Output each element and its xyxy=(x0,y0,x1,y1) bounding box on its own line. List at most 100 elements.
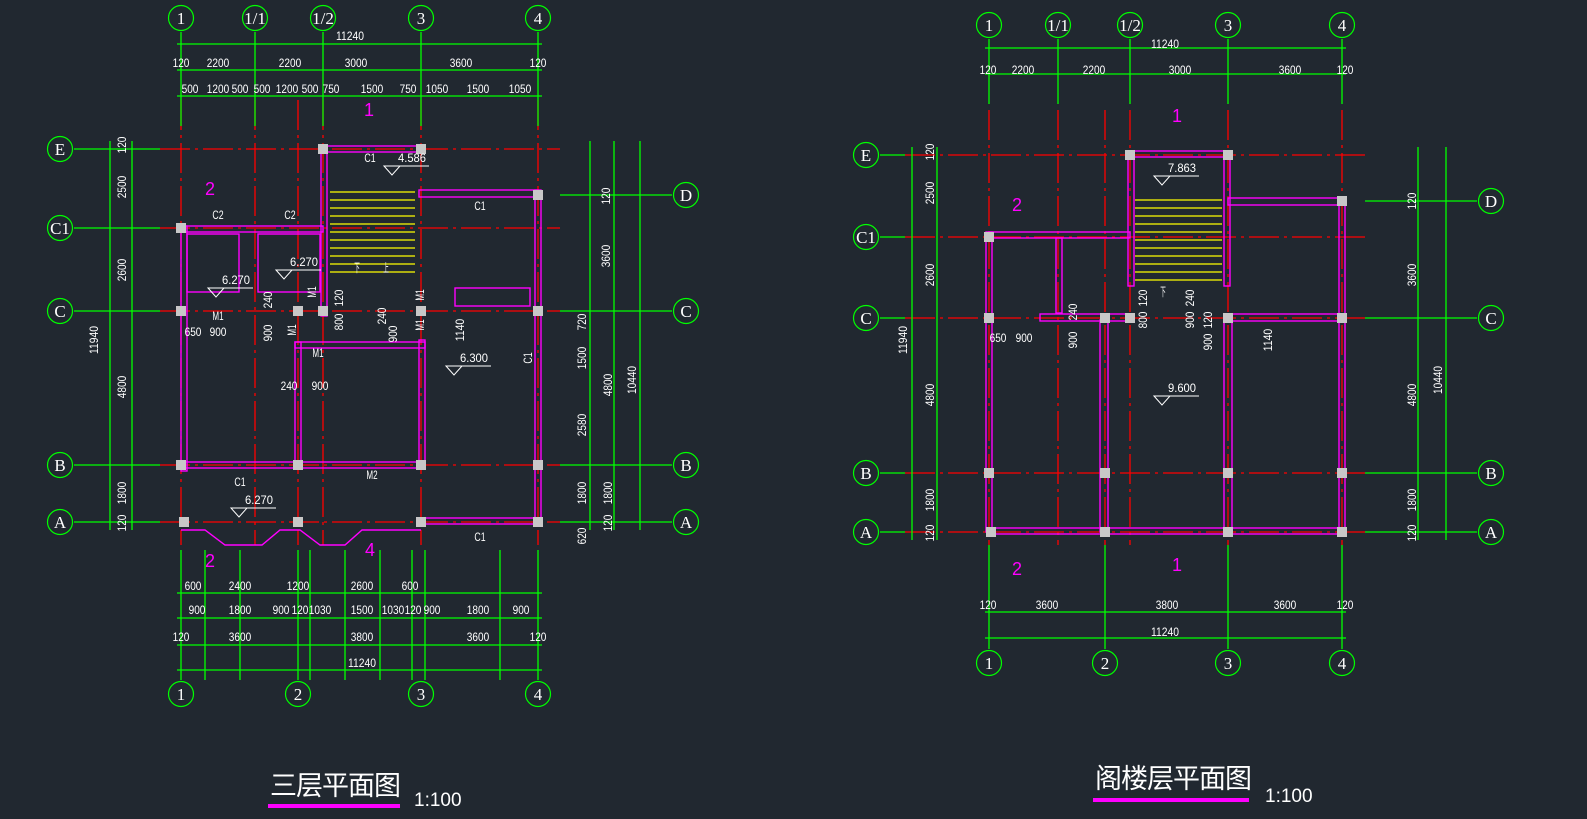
axis-label: 3 xyxy=(417,685,426,704)
axis-bubble-circle xyxy=(852,304,880,332)
axis-label: B xyxy=(680,456,691,475)
dimension-text: 2600 xyxy=(115,259,129,282)
elevation-marker xyxy=(1152,175,1199,186)
axis-bubble: D xyxy=(672,181,700,209)
dimension-text: 120 xyxy=(923,143,937,160)
wall xyxy=(1055,237,1063,314)
axis-bubble-circle xyxy=(167,680,195,708)
axis-bubble-circle xyxy=(1214,649,1242,677)
dimension-text: 900 xyxy=(424,603,441,617)
dimension-text: 500 xyxy=(302,82,319,96)
axis-label: 1/1 xyxy=(1047,16,1069,35)
dimension-text: 500 xyxy=(232,82,249,96)
dimension-text: 1500 xyxy=(575,347,589,370)
room-label: M2 xyxy=(366,468,377,482)
axis-label: 4 xyxy=(534,9,543,28)
dimension-text: 2200 xyxy=(1012,63,1035,77)
elevation-marker xyxy=(444,365,491,376)
wall xyxy=(1099,319,1109,533)
axis-bubble-circle xyxy=(672,508,700,536)
dimension-text: 10440 xyxy=(625,366,639,394)
room-label: C1 xyxy=(474,199,485,213)
dimension-text: 1030 xyxy=(309,603,332,617)
axis-bubble-circle xyxy=(975,11,1003,39)
dimension-text: 11240 xyxy=(1151,625,1179,639)
room-label: M1 xyxy=(212,309,223,323)
column xyxy=(533,190,543,200)
axis-bubble: 4 xyxy=(1328,649,1356,677)
axis-bubble: 1/2 xyxy=(1116,11,1144,39)
dimension-text: 3600 xyxy=(599,245,613,268)
elevation-marker xyxy=(229,507,276,518)
dimension-text: 10440 xyxy=(1431,366,1445,394)
dimension-text: 650 xyxy=(185,325,202,339)
dimension-text: 3600 xyxy=(1405,264,1419,287)
dimension-text: 1140 xyxy=(453,319,467,342)
wall xyxy=(257,233,321,293)
axis-bubble-circle xyxy=(672,181,700,209)
elevation-label: 9.600 xyxy=(1168,381,1196,395)
axis-label: 4 xyxy=(1338,16,1347,35)
axis-label: 3 xyxy=(1224,654,1233,673)
dimension-text: 1800 xyxy=(467,603,490,617)
axis-bubble: 3 xyxy=(1214,11,1242,39)
column xyxy=(1100,468,1110,478)
dimension-text: 120 xyxy=(1405,192,1419,209)
axis-bubble-circle xyxy=(1477,518,1505,546)
title-underline xyxy=(1093,798,1249,802)
dimension-text: 120 xyxy=(1405,524,1419,541)
axis-label: E xyxy=(861,146,871,165)
dimension-text: 600 xyxy=(402,579,419,593)
axis-label: 1/2 xyxy=(312,9,334,28)
axis-bubble: C xyxy=(46,297,74,325)
axis-label: C xyxy=(1485,309,1496,328)
axis-bubble: C1 xyxy=(852,223,880,251)
axis-label: 1 xyxy=(177,685,186,704)
section-mark: 2 xyxy=(205,551,215,571)
column xyxy=(1337,196,1347,206)
dimension-text: 900 xyxy=(1016,331,1033,345)
axis-label: C xyxy=(860,309,871,328)
dimension-text: 900 xyxy=(1066,331,1080,348)
axis-label: B xyxy=(860,464,871,483)
dimension-text: 11940 xyxy=(87,326,101,354)
dimension-text: 620 xyxy=(575,527,589,544)
balcony-outline xyxy=(181,529,421,546)
axis-bubble: 2 xyxy=(284,680,312,708)
axis-bubble-circle xyxy=(524,4,552,32)
axis-label: 2 xyxy=(294,685,303,704)
column xyxy=(1125,313,1135,323)
dimension-text: 1800 xyxy=(229,603,252,617)
axis-bubble-circle xyxy=(1214,11,1242,39)
dimension-text: 2580 xyxy=(575,414,589,437)
axis-bubble: 3 xyxy=(407,680,435,708)
axis-label: C xyxy=(680,302,691,321)
wall xyxy=(1227,197,1343,206)
axis-bubble: 4 xyxy=(1328,11,1356,39)
room-label: M1 xyxy=(305,286,319,297)
title-underline xyxy=(268,804,400,808)
dimension-text: 240 xyxy=(281,379,298,393)
axis-bubble: 1 xyxy=(167,680,195,708)
axis-bubble-circle xyxy=(241,4,269,32)
room-label: C1 xyxy=(364,151,375,165)
axis-bubble-circle xyxy=(1328,11,1356,39)
dimension-text: 1200 xyxy=(276,82,299,96)
dimension-text: 3600 xyxy=(450,56,473,70)
column xyxy=(318,306,328,316)
axis-bubble: C xyxy=(852,304,880,332)
axis-bubble: C1 xyxy=(46,214,74,242)
axis-label: 3 xyxy=(1224,16,1233,35)
dimension-text: 1500 xyxy=(351,603,374,617)
axis-bubble: 3 xyxy=(1214,649,1242,677)
dimension-text: 1800 xyxy=(923,489,937,512)
dimension-text: 4800 xyxy=(601,374,615,397)
column xyxy=(984,468,994,478)
room-label: 下 xyxy=(354,261,360,275)
elevation-label: 6.270 xyxy=(222,273,250,287)
axis-bubble: 3 xyxy=(407,4,435,32)
column xyxy=(1223,527,1233,537)
dimension-text: 1800 xyxy=(601,482,615,505)
dimension-text: 2600 xyxy=(923,264,937,287)
